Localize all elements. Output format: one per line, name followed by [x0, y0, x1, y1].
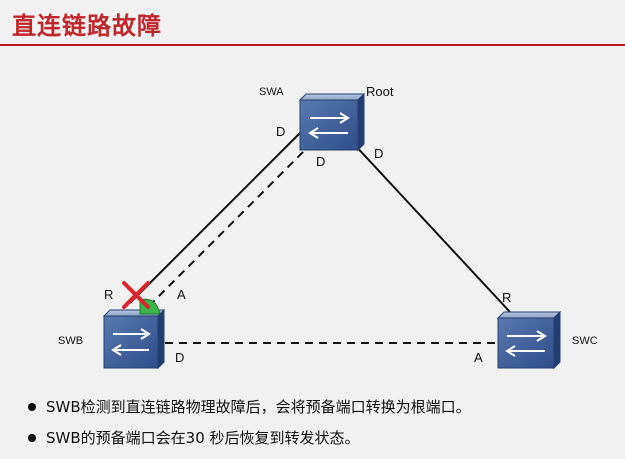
switch-swc[interactable] — [496, 310, 562, 370]
swb-name: SWB — [58, 335, 83, 347]
bullet-item: SWB的预备端口会在30 秒后恢复到转发状态。 — [28, 427, 471, 458]
switch-arrows-icon — [111, 328, 151, 356]
switch-swb[interactable] — [102, 308, 166, 370]
port-label-swa-mid: D — [316, 154, 325, 169]
swa-name: SWA — [259, 86, 284, 98]
switch-arrows-icon — [505, 330, 547, 357]
link-swa-swc — [351, 141, 511, 313]
bullet-text: SWB检测到直连链路物理故障后，会将预备端口转换为根端口。 — [46, 398, 471, 416]
swc-name: SWC — [572, 335, 598, 347]
switch-arrows-icon — [308, 112, 350, 139]
port-label-swc-alt: A — [474, 350, 483, 365]
link-failure-cross-icon — [122, 281, 150, 309]
switch-swa[interactable] — [298, 92, 366, 152]
link-swa-swb-dashed — [149, 141, 314, 306]
bullet-text: SWB的预备端口会在30 秒后恢复到转发状态。 — [46, 429, 360, 447]
port-label-swa-right: D — [374, 146, 383, 161]
swa-root-label: Root — [366, 84, 394, 99]
link-swa-swb-solid — [129, 127, 306, 304]
port-label-swb-root: R — [104, 287, 113, 302]
port-label-swc-root: R — [502, 290, 511, 305]
port-label-swb-right: D — [175, 350, 184, 365]
title-rule — [0, 44, 625, 46]
bullet-item: SWB检测到直连链路物理故障后，会将预备端口转换为根端口。 — [28, 396, 471, 427]
port-label-swb-alt: A — [177, 287, 186, 302]
bullet-list: SWB检测到直连链路物理故障后，会将预备端口转换为根端口。 SWB的预备端口会在… — [28, 396, 471, 458]
port-label-swa-left: D — [276, 124, 285, 139]
bullet-dot-icon — [28, 403, 36, 411]
bullet-dot-icon — [28, 434, 36, 442]
slide-title: 直连链路故障 — [12, 12, 162, 40]
